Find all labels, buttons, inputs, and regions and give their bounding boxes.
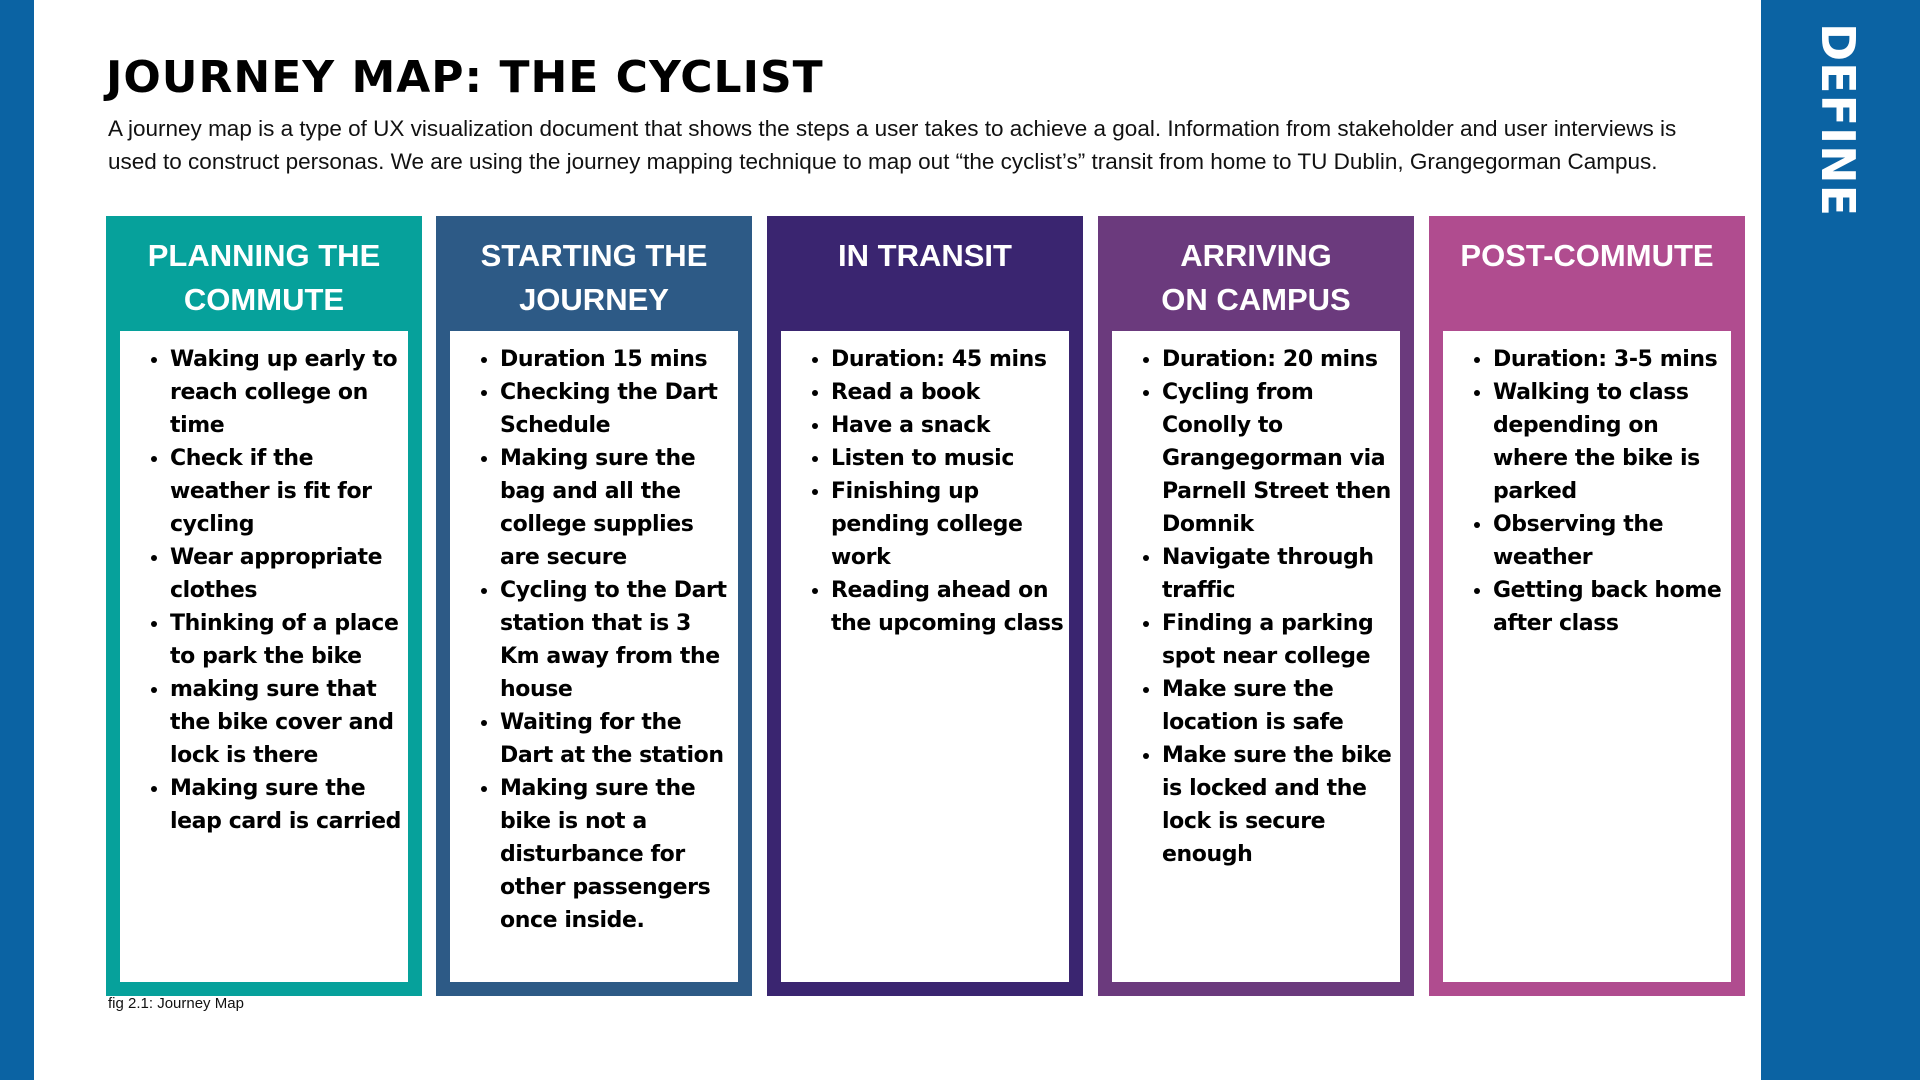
list-item: Cycling from Conolly to Grangegorman via… [1162, 376, 1396, 541]
figure-caption: fig 2.1: Journey Map [108, 995, 244, 1012]
stage-header: PLANNING THE COMMUTE [106, 234, 422, 322]
stage-header-line: POST-COMMUTE [1460, 238, 1714, 273]
list-item: Making sure the bike is not a disturbanc… [500, 772, 734, 937]
list-item: Check if the weather is fit for cycling [170, 442, 404, 541]
list-item: Have a snack [831, 409, 1065, 442]
list-item: Cycling to the Dart station that is 3 Km… [500, 574, 734, 706]
section-label-text: DEFINE [1811, 22, 1865, 218]
stage-header: IN TRANSIT [767, 234, 1083, 278]
stage-body: Waking up early to reach college on time… [120, 331, 408, 982]
list-item: Make sure the location is safe [1162, 673, 1396, 739]
list-item: Getting back home after class [1493, 574, 1727, 640]
list-item: Waking up early to reach college on time [170, 343, 404, 442]
stage-body: Duration: 45 mins Read a book Have a sna… [781, 331, 1069, 982]
list-item: Observing the weather [1493, 508, 1727, 574]
stage-header-line: PLANNING THE [147, 238, 381, 273]
section-label: DEFINE [1798, 23, 1878, 217]
list-item: Duration: 20 mins [1162, 343, 1396, 376]
stage-header-line: IN TRANSIT [838, 238, 1012, 273]
list-item: Wear appropriate clothes [170, 541, 404, 607]
stage-card-arriving: ARRIVING ON CAMPUS Duration: 20 mins Cyc… [1098, 216, 1414, 996]
stage-header-line: COMMUTE [183, 282, 345, 317]
list-item: Duration: 3-5 mins [1493, 343, 1727, 376]
list-item: Checking the Dart Schedule [500, 376, 734, 442]
stage-header: ARRIVING ON CAMPUS [1098, 234, 1414, 322]
right-frame-bar [1761, 0, 1920, 1080]
stage-header: STARTING THE JOURNEY [436, 234, 752, 322]
page-title: JOURNEY MAP: THE CYCLIST [106, 52, 824, 103]
stage-list: Duration: 20 mins Cycling from Conolly t… [1112, 331, 1400, 871]
stage-card-transit: IN TRANSIT Duration: 45 mins Read a book… [767, 216, 1083, 996]
stage-list: Duration 15 mins Checking the Dart Sched… [450, 331, 738, 937]
list-item: making sure that the bike cover and lock… [170, 673, 404, 772]
stage-card-planning: PLANNING THE COMMUTE Waking up early to … [106, 216, 422, 996]
stage-header-line: JOURNEY [519, 282, 669, 317]
stage-list: Duration: 45 mins Read a book Have a sna… [781, 331, 1069, 640]
stage-header-line: ARRIVING [1180, 238, 1332, 273]
list-item: Finishing up pending college work [831, 475, 1065, 574]
list-item: Read a book [831, 376, 1065, 409]
list-item: Duration 15 mins [500, 343, 734, 376]
list-item: Make sure the bike is locked and the loc… [1162, 739, 1396, 871]
list-item: Reading ahead on the upcoming class [831, 574, 1065, 640]
stage-header: POST-COMMUTE [1429, 234, 1745, 278]
list-item: Waiting for the Dart at the station [500, 706, 734, 772]
list-item: Thinking of a place to park the bike [170, 607, 404, 673]
stage-card-post-commute: POST-COMMUTE Duration: 3-5 mins Walking … [1429, 216, 1745, 996]
list-item: Navigate through traffic [1162, 541, 1396, 607]
stage-header-line: ON CAMPUS [1161, 282, 1351, 317]
list-item: Listen to music [831, 442, 1065, 475]
left-frame-bar [0, 0, 34, 1080]
stage-body: Duration 15 mins Checking the Dart Sched… [450, 331, 738, 982]
list-item: Duration: 45 mins [831, 343, 1065, 376]
stage-card-starting: STARTING THE JOURNEY Duration 15 mins Ch… [436, 216, 752, 996]
stage-list: Waking up early to reach college on time… [120, 331, 408, 838]
list-item: Making sure the leap card is carried [170, 772, 404, 838]
stage-list: Duration: 3-5 mins Walking to class depe… [1443, 331, 1731, 640]
list-item: Making sure the bag and all the college … [500, 442, 734, 574]
list-item: Walking to class depending on where the … [1493, 376, 1727, 508]
stage-header-line: STARTING THE [480, 238, 708, 273]
stage-body: Duration: 3-5 mins Walking to class depe… [1443, 331, 1731, 982]
list-item: Finding a parking spot near college [1162, 607, 1396, 673]
stage-body: Duration: 20 mins Cycling from Conolly t… [1112, 331, 1400, 982]
intro-paragraph: A journey map is a type of UX visualizat… [108, 116, 1677, 174]
